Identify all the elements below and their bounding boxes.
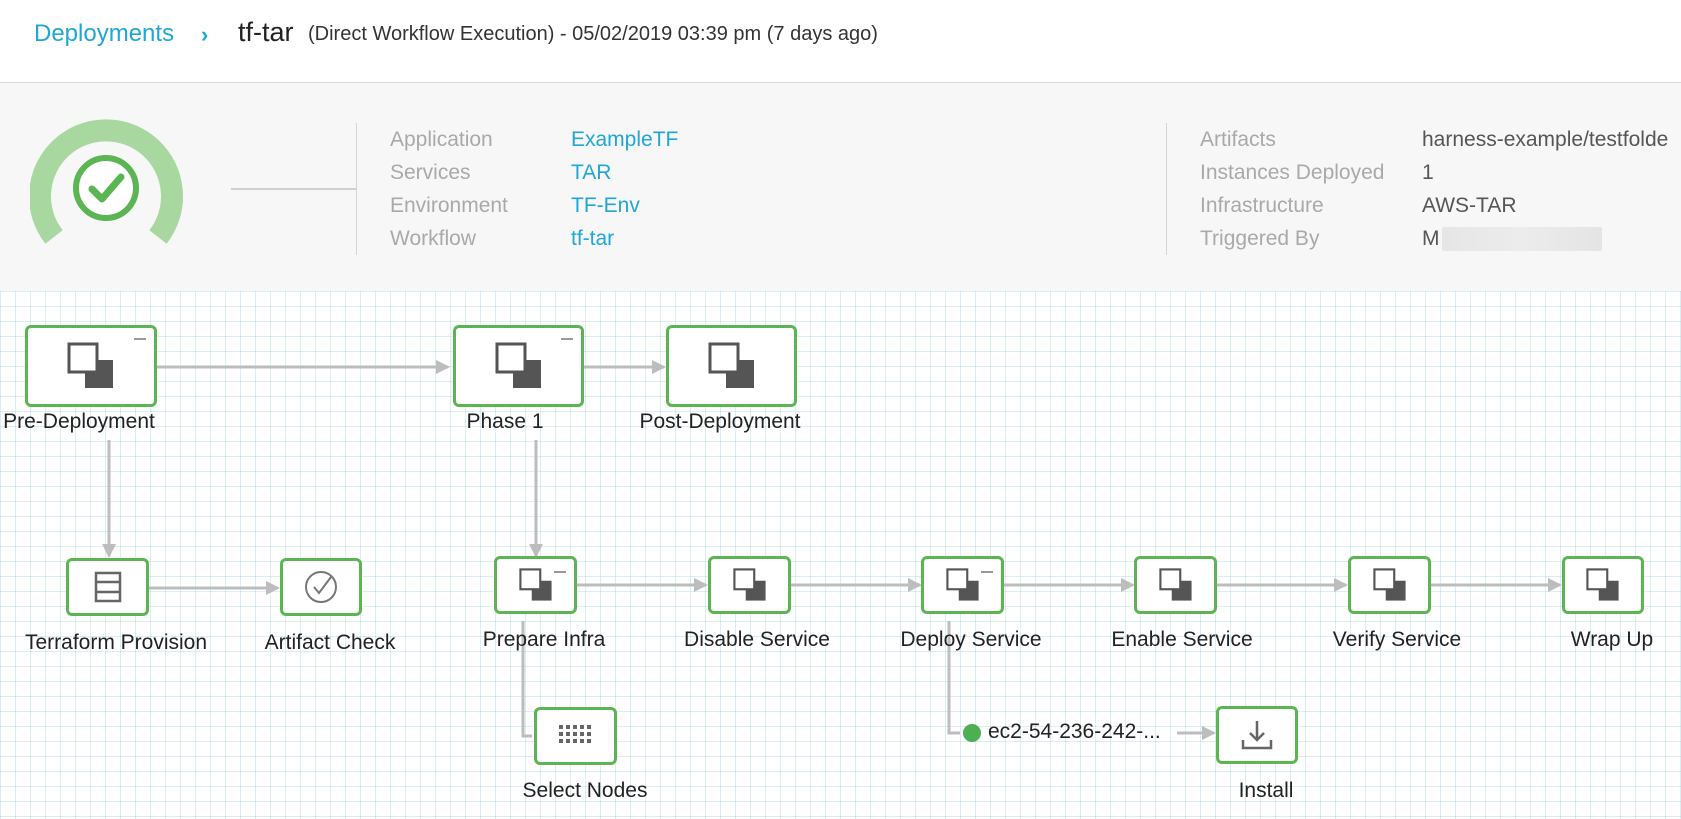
details-left: Application Services Environment Workflo… — [390, 123, 508, 255]
service-link[interactable]: TAR — [571, 161, 612, 184]
deployment-summary — [0, 83, 1681, 291]
status-gauge-icon — [30, 119, 183, 244]
step-node-disable-service[interactable] — [708, 556, 791, 614]
triggered-by-key: Triggered By — [1200, 227, 1320, 250]
phase-label-phase-1: Phase 1 — [466, 410, 544, 433]
section-icon — [518, 568, 552, 601]
phase-node-pre-deployment[interactable] — [25, 325, 157, 407]
collapse-icon[interactable] — [981, 571, 993, 573]
step-node-terraform-provision[interactable] — [66, 558, 149, 616]
section-icon — [1586, 568, 1619, 601]
environment-key: Environment — [390, 194, 508, 217]
step-label-terraform-provision: Terraform Provision — [24, 631, 208, 654]
terraform-icon — [94, 571, 121, 603]
phase-icon — [495, 342, 541, 388]
application-key: Application — [390, 128, 493, 151]
phase-node-phase-1[interactable] — [453, 325, 584, 407]
workflow-key: Workflow — [390, 227, 476, 250]
artifacts-key: Artifacts — [1200, 128, 1276, 151]
check-circle-icon — [305, 571, 337, 603]
host-status-dot — [963, 724, 981, 742]
redacted-user — [1441, 227, 1602, 252]
step-label-install: Install — [1238, 779, 1294, 802]
instances-key: Instances Deployed — [1200, 161, 1385, 184]
triggered-by-value: M — [1422, 227, 1440, 250]
breadcrumb-deployments-link[interactable]: Deployments — [34, 20, 175, 47]
step-node-enable-service[interactable] — [1134, 556, 1217, 614]
section-icon — [1372, 568, 1406, 601]
section-icon — [1158, 568, 1192, 601]
page-title: tf-tar — [238, 17, 294, 47]
page-subtitle: (Direct Workflow Execution) - 05/02/2019… — [308, 23, 878, 45]
phase-icon — [67, 342, 113, 388]
chevron-right-icon: › — [201, 22, 209, 47]
application-link[interactable]: ExampleTF — [571, 128, 679, 151]
collapse-icon[interactable] — [561, 338, 573, 340]
details-right-values: harness-example/testfolde 1 AWS-TAR M — [1422, 123, 1668, 255]
services-key: Services — [390, 161, 471, 184]
step-label-enable-service: Enable Service — [1111, 628, 1253, 651]
step-label-deploy-service: Deploy Service — [900, 628, 1042, 651]
step-label-select-nodes: Select Nodes — [522, 779, 648, 802]
step-node-verify-service[interactable] — [1348, 556, 1431, 614]
section-icon — [732, 568, 766, 601]
step-node-artifact-check[interactable] — [280, 558, 362, 616]
section-icon — [945, 568, 979, 601]
phase-node-post-deployment[interactable] — [666, 325, 797, 407]
step-node-deploy-service[interactable] — [921, 556, 1004, 614]
collapse-icon[interactable] — [134, 338, 146, 340]
infrastructure-value: AWS-TAR — [1422, 194, 1517, 217]
divider — [1166, 123, 1167, 255]
workflow-graph — [0, 291, 1681, 819]
step-node-prepare-infra[interactable] — [494, 556, 577, 614]
step-label-verify-service: Verify Service — [1332, 628, 1462, 651]
environment-link[interactable]: TF-Env — [571, 194, 640, 217]
step-label-wrap-up: Wrap Up — [1570, 628, 1654, 651]
artifacts-value: harness-example/testfolde — [1422, 128, 1669, 151]
details-left-values: ExampleTF TAR TF-Env tf-tar — [571, 123, 678, 255]
collapse-icon[interactable] — [554, 571, 566, 573]
instances-value: 1 — [1422, 161, 1434, 184]
gauge-connector — [231, 188, 356, 190]
infrastructure-key: Infrastructure — [1200, 194, 1324, 217]
grid-icon — [558, 725, 591, 743]
details-right: Artifacts Instances Deployed Infrastruct… — [1200, 123, 1384, 255]
page-header: Deployments › tf-tar (Direct Workflow Ex… — [0, 0, 1681, 83]
phase-label-pre-deployment: Pre-Deployment — [3, 410, 155, 433]
step-label-prepare-infra: Prepare Infra — [482, 628, 606, 651]
workflow-link[interactable]: tf-tar — [571, 227, 615, 250]
step-node-select-nodes[interactable] — [534, 707, 617, 765]
step-label-artifact-check: Artifact Check — [264, 631, 396, 654]
step-node-wrap-up[interactable] — [1562, 556, 1644, 614]
phase-label-post-deployment: Post-Deployment — [639, 410, 801, 433]
step-label-disable-service: Disable Service — [684, 628, 830, 651]
step-node-install[interactable] — [1216, 706, 1298, 764]
phase-icon — [708, 342, 754, 388]
download-icon — [1241, 721, 1273, 750]
host-label[interactable]: ec2-54-236-242-... — [988, 720, 1161, 743]
divider — [356, 123, 357, 255]
